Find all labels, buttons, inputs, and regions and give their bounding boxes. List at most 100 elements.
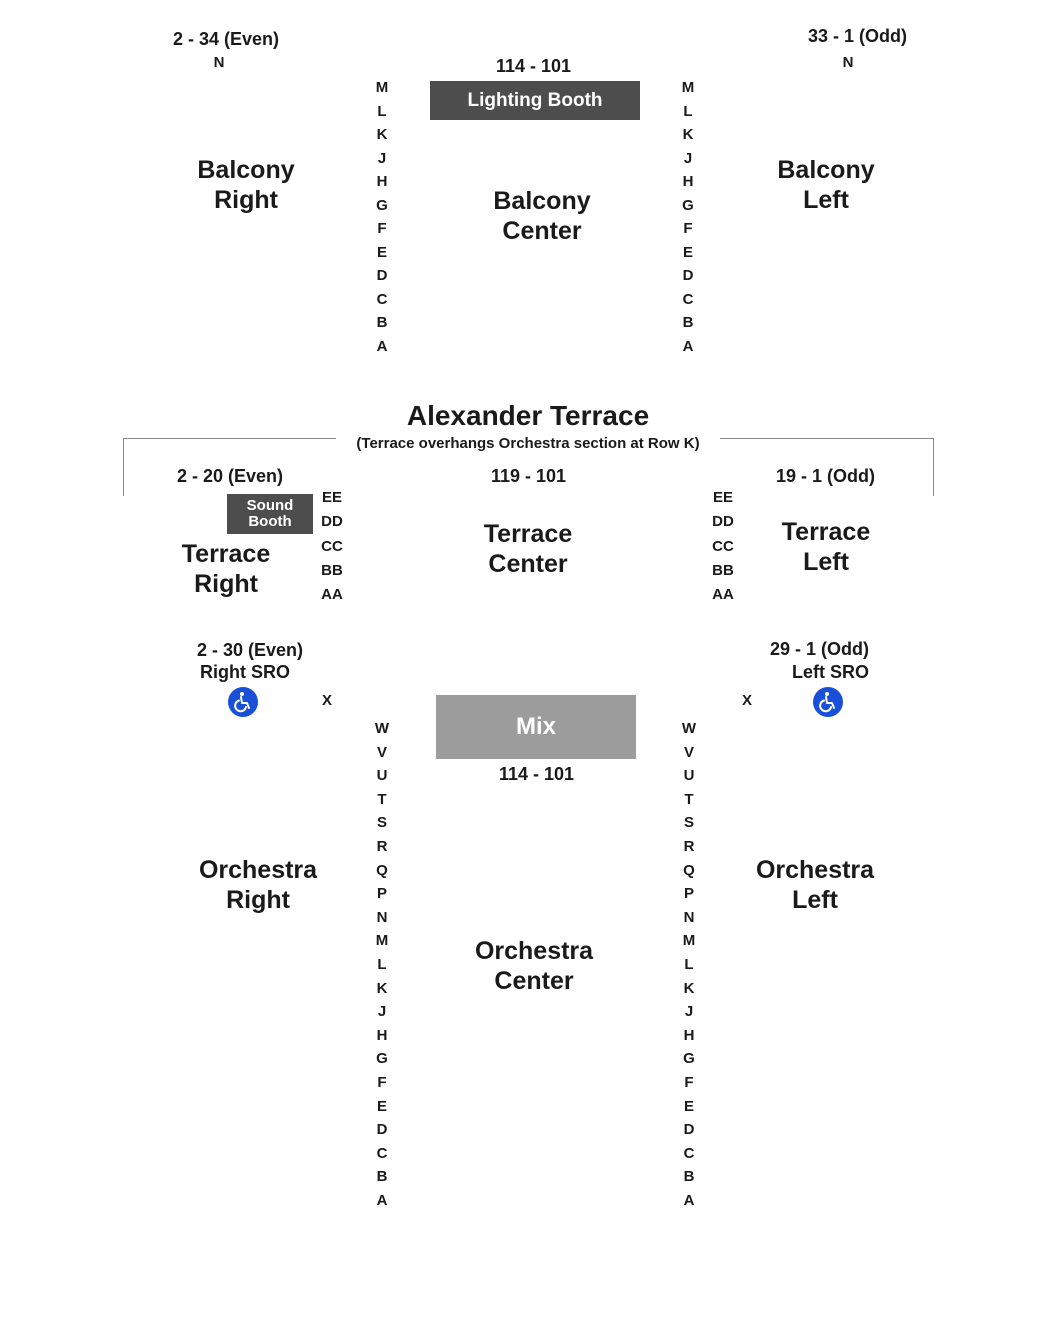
- orchestra-right-row-label: D: [376, 1121, 388, 1139]
- orchestra-left-row-label: E: [683, 1097, 694, 1115]
- balcony-right-row-label: E: [376, 243, 387, 261]
- terrace-right-row-label: CC: [321, 537, 343, 555]
- orchestra-left-row-label: F: [684, 1074, 694, 1091]
- orchestra-left-row-label: A: [683, 1192, 695, 1209]
- right-sro-seat-range: 2 - 30 (Even): [197, 640, 304, 660]
- balcony-left-row-label: L: [683, 102, 693, 120]
- terrace-left-label-line1: Terrace: [781, 518, 871, 546]
- orchestra-right-row-label: F: [377, 1074, 387, 1091]
- orchestra-left-row-label: T: [684, 790, 694, 808]
- sound-booth-line2: Booth: [248, 513, 292, 530]
- orchestra-right-row-label: M: [375, 932, 389, 950]
- orchestra-left-row-label: R: [683, 838, 695, 855]
- orchestra-right-row-label: W: [374, 720, 390, 737]
- terrace-right-row-label: EE: [321, 489, 342, 506]
- x-marker-right: X: [321, 692, 332, 709]
- terrace-right-row-label: AA: [321, 586, 343, 604]
- orchestra-right-row-label: V: [376, 743, 387, 761]
- terrace-left-row-label: EE: [712, 489, 733, 506]
- left-sro-seat-range: 29 - 1 (Odd): [770, 639, 870, 659]
- balcony-left-seat-range: 33 - 1 (Odd): [808, 26, 908, 46]
- balcony-right-seat-range: 2 - 34 (Even): [173, 29, 280, 49]
- balcony-center-seat-range: 114 - 101: [496, 56, 572, 76]
- balcony-right-label-line2: Right: [214, 186, 278, 214]
- terrace-right-row-label: BB: [321, 561, 343, 579]
- balcony-right-label: Balcony Right: [176, 155, 316, 215]
- orchestra-left-row-label: H: [683, 1026, 695, 1044]
- terrace-center-seat-range: 119 - 101: [491, 466, 567, 486]
- terrace-outline-right-side: [933, 438, 934, 496]
- terrace-outline-left-top: [123, 438, 336, 439]
- balcony-center-label-line1: Balcony: [493, 187, 591, 215]
- balcony-right-row-label: M: [375, 79, 389, 96]
- orchestra-right-row-label: J: [377, 1003, 387, 1021]
- balcony-right-row-label: K: [376, 126, 388, 143]
- orchestra-right-row-label: E: [376, 1097, 387, 1115]
- balcony-left-row-label: M: [681, 79, 695, 96]
- orchestra-right-label-line2: Right: [226, 886, 290, 914]
- balcony-right-row-label: G: [376, 196, 388, 214]
- orchestra-right-row-label: R: [376, 838, 388, 855]
- orchestra-left-row-label: P: [683, 885, 694, 903]
- orchestra-right-row-label: H: [376, 1026, 388, 1044]
- balcony-left-row-label: C: [682, 290, 694, 308]
- balcony-right-row-label: H: [376, 173, 388, 190]
- wheelchair-icon-glyph: [819, 692, 835, 713]
- terrace-title: Alexander Terrace: [406, 400, 650, 431]
- orchestra-right-row-label: G: [376, 1050, 388, 1068]
- terrace-center-label-line2: Center: [488, 550, 568, 578]
- balcony-center-label: Balcony Center: [472, 186, 612, 246]
- terrace-left-row-label: AA: [712, 586, 734, 604]
- balcony-left-row-n: N: [842, 54, 854, 71]
- balcony-left-row-label: G: [682, 196, 694, 214]
- terrace-left-label: Terrace Left: [756, 517, 896, 577]
- terrace-right-row-label: DD: [321, 513, 343, 531]
- orchestra-right-row-label: C: [376, 1144, 388, 1162]
- orchestra-center-label-line1: Orchestra: [474, 937, 594, 965]
- balcony-left-row-label: J: [683, 149, 693, 167]
- sound-booth: Sound Booth: [227, 494, 313, 534]
- orchestra-right-row-label: P: [376, 885, 387, 903]
- balcony-right-row-label: C: [376, 290, 388, 308]
- left-sro-label: Left SRO: [792, 662, 870, 682]
- orchestra-right-row-label: A: [376, 1192, 388, 1209]
- terrace-left-row-label: CC: [712, 537, 734, 555]
- orchestra-right-label-line1: Orchestra: [198, 856, 318, 884]
- balcony-right-row-label: A: [376, 337, 388, 355]
- balcony-left-row-label: B: [682, 314, 694, 331]
- orchestra-left-row-label: S: [683, 814, 694, 832]
- terrace-outline-right-top: [720, 438, 933, 439]
- orchestra-center-label: Orchestra Center: [464, 936, 604, 996]
- orchestra-right-row-label: N: [376, 908, 388, 926]
- terrace-right-seat-range: 2 - 20 (Even): [177, 466, 284, 486]
- terrace-outline-left-side: [123, 438, 124, 496]
- balcony-left-label: Balcony Left: [756, 155, 896, 215]
- lighting-booth: Lighting Booth: [430, 81, 640, 120]
- orchestra-left-row-label: V: [683, 743, 694, 761]
- orchestra-left-label-line1: Orchestra: [755, 856, 875, 884]
- terrace-left-row-label: DD: [712, 513, 734, 531]
- wheelchair-icon: [813, 687, 843, 717]
- x-marker-left: X: [741, 692, 752, 709]
- balcony-left-row-label: A: [682, 337, 694, 355]
- wheelchair-icon: [228, 687, 258, 717]
- terrace-subtitle: (Terrace overhangs Orchestra section at …: [356, 435, 700, 452]
- balcony-center-label-line2: Center: [502, 217, 582, 245]
- balcony-right-row-label: L: [377, 102, 387, 120]
- orchestra-left-row-label: D: [683, 1121, 695, 1139]
- orchestra-left-label-line2: Left: [792, 886, 838, 914]
- orchestra-left-row-label: L: [684, 956, 694, 973]
- terrace-left-label-line2: Left: [803, 548, 849, 576]
- balcony-left-row-label: D: [682, 267, 694, 284]
- balcony-right-row-n: N: [213, 54, 225, 71]
- wheelchair-icon-glyph: [234, 692, 250, 713]
- orchestra-left-row-label: K: [683, 979, 695, 997]
- orchestra-left-row-label: B: [683, 1168, 695, 1186]
- orchestra-right-row-label: K: [376, 979, 388, 997]
- orchestra-left-row-label: Q: [683, 861, 695, 879]
- balcony-right-row-label: B: [376, 314, 388, 331]
- orchestra-left-row-label: U: [683, 767, 695, 785]
- balcony-right-label-line1: Balcony: [197, 156, 295, 184]
- sound-booth-line1: Sound: [246, 497, 294, 514]
- orchestra-right-row-label: Q: [376, 861, 388, 879]
